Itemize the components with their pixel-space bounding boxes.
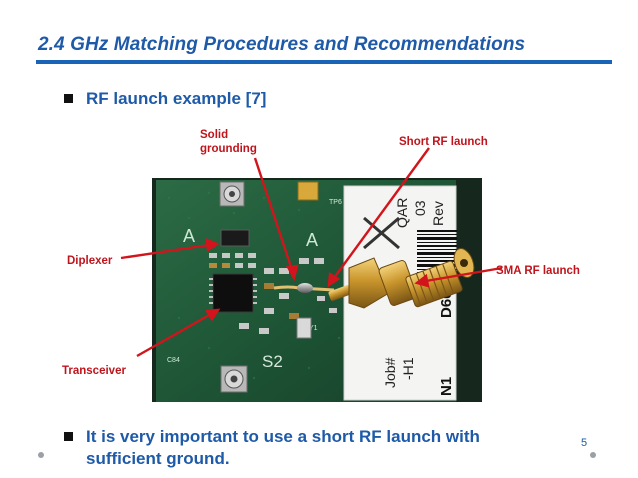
label-x-mark (363, 216, 400, 250)
footer-dot-left (38, 452, 44, 458)
ufl-connector-bottom (220, 365, 248, 393)
callout-transceiver: Transceiver (62, 365, 126, 377)
bullet-short-rf-launch: It is very important to use a short RF l… (64, 426, 544, 470)
title-divider (36, 60, 612, 64)
silk-y1: Y1 (309, 325, 318, 332)
label-text-6: N1 (438, 377, 455, 396)
sma-connector (328, 248, 475, 309)
silk-c84: C84 (167, 357, 180, 364)
callout-short-rf-launch: Short RF launch (399, 136, 488, 148)
test-pad (297, 181, 319, 201)
silk-a-left: A (183, 226, 195, 246)
callout-arrows (120, 147, 503, 358)
bullet-text-line2: sufficient ground. (86, 449, 230, 468)
page-number: 5 (581, 437, 588, 449)
bullet-text-line1: It is very important to use a short RF l… (86, 427, 480, 446)
passive-components (239, 258, 337, 339)
callout-diplexer: Diplexer (67, 255, 113, 267)
callout-sma-rf-launch: SMA RF launch (496, 265, 580, 277)
solder-joint (297, 283, 313, 293)
bullet-square-icon (64, 432, 73, 441)
bullet-square-icon (64, 94, 73, 103)
footer-dot-right (590, 452, 596, 458)
slide-title: 2.4 GHz Matching Procedures and Recommen… (38, 34, 526, 55)
silk-tp6: TP6 (329, 199, 342, 206)
ufl-connector-top (219, 181, 245, 207)
label-text-2: 03 (412, 200, 428, 216)
rf-launch-photo: A A S2 TP6 C84 Y1 (59, 118, 592, 402)
pcb-photo-illustration: A A S2 TP6 C84 Y1 (120, 147, 503, 402)
callout-solid-grounding-line1: Solid (200, 129, 229, 141)
callout-solid-grounding-line2: grounding (200, 143, 257, 155)
silk-s2: S2 (262, 352, 283, 371)
label-text-1: QAR (394, 198, 410, 228)
label-text-5: -H1 (400, 357, 416, 380)
callout-solid-grounding: Solid grounding (200, 128, 257, 156)
diplexer-components (209, 229, 256, 268)
transceiver-chip (212, 273, 254, 313)
bullet-text: RF launch example [7] (86, 89, 267, 108)
bullet-text: It is very important to use a short RF l… (86, 426, 480, 470)
label-text-4: Job# (382, 357, 398, 388)
label-text-3: Rev (430, 201, 446, 226)
silk-a-mid: A (306, 230, 318, 250)
bullet-rf-launch-example: RF launch example [7] (64, 88, 266, 110)
